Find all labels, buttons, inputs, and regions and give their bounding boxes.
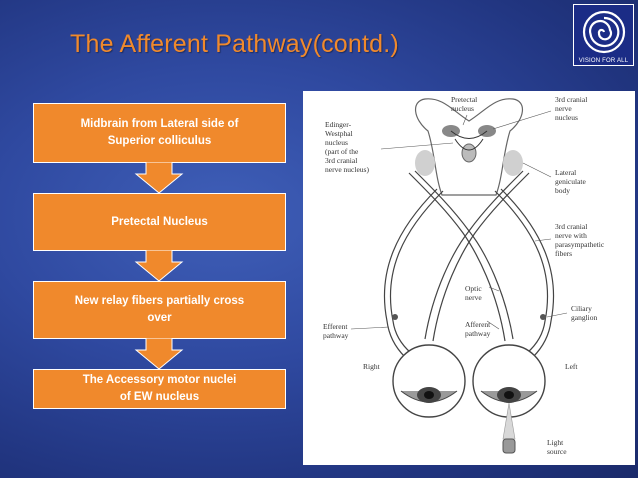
label-light-source: Light source [547,438,567,456]
flow-step-1-line1: Midbrain from Lateral side of [80,118,239,130]
flow-step-3-line1: New relay fibers partially cross [74,295,245,307]
label-lateral-geniculate: Lateral geniculate body [555,168,588,195]
flow-step-2-line1: Pretectal Nucleus [111,215,208,228]
spiral-eye-icon [582,10,626,54]
label-3rd-nucleus-line2: nerve [555,104,572,113]
flow-step-4-line2: of EW nucleus [119,391,200,403]
label-3rd-nucleus: 3rd cranial nerve nucleus [555,95,589,122]
label-ciliary-ganglion: Ciliary ganglion [571,304,597,322]
label-lgb-line2: geniculate [555,177,586,186]
label-lgb-line1: Lateral [555,168,576,177]
logo-text: VISION FOR ALL [578,58,629,64]
label-afferent-line1: Afferent [465,320,491,329]
label-efferent-line2: pathway [323,331,349,340]
label-3rd-nerve-para: 3rd cranial nerve with parasympathetic f… [555,222,606,258]
slide-title: The Afferent Pathway(contd.) [70,30,399,58]
label-3rd-nucleus-line1: 3rd cranial [555,95,587,104]
label-efferent-line1: Efferent [323,322,348,331]
label-ciliary-line1: Ciliary [571,304,592,313]
flow-arrow-1 [134,162,184,194]
label-ew-line4: (part of the [325,147,359,156]
logo: VISION FOR ALL [573,4,634,66]
flow-step-3: New relay fibers partially cross over [33,281,286,339]
label-light-line1: Light [547,438,564,447]
label-ew-line2: Westphal [325,129,353,138]
label-optic-line2: nerve [465,293,482,302]
label-pretectal-line2: nucleus [451,104,474,113]
label-optic-nerve: Optic nerve [465,284,484,302]
label-3rd-para-line4: fibers [555,249,572,258]
label-light-line2: source [547,447,567,456]
label-ew-line1: Edinger- [325,120,352,129]
label-ew-line3: nucleus [325,138,348,147]
label-pretectal-line1: Pretectal [451,95,477,104]
flow-arrow-3 [134,338,184,370]
left-eye-illustration [472,344,546,418]
label-3rd-nucleus-line3: nucleus [555,113,578,122]
label-left: Left [565,362,578,371]
label-afferent-line2: pathway [465,329,491,338]
flow-step-4: The Accessory motor nuclei of EW nucleus [33,369,286,409]
label-efferent-pathway: Efferent pathway [323,322,349,340]
label-optic-line1: Optic [465,284,482,293]
label-ew-line6: nerve nucleus) [325,165,369,174]
label-afferent-pathway: Afferent pathway [465,320,492,338]
flow-step-1: Midbrain from Lateral side of Superior c… [33,103,286,163]
label-3rd-para-line2: nerve with [555,231,587,240]
label-ciliary-line2: ganglion [571,313,597,322]
flow-step-1-line2: Superior colliculus [107,135,212,147]
label-3rd-para-line1: 3rd cranial [555,222,587,231]
label-edinger-westphal: Edinger- Westphal nucleus (part of the 3… [325,120,369,174]
flow-step-2: Pretectal Nucleus [33,193,286,251]
label-pretectal: Pretectal nucleus [451,95,479,113]
flow-step-3-line2: over [147,312,172,324]
right-eye-illustration [392,344,466,418]
label-right: Right [363,362,381,371]
pathway-illustration: Pretectal nucleus 3rd cranial nerve nucl… [323,95,606,456]
flow-step-4-line1: The Accessory motor nuclei [82,374,237,386]
label-3rd-para-line3: parasympathetic [555,240,605,249]
label-ew-line5: 3rd cranial [325,156,357,165]
pupillary-pathway-diagram: Pretectal nucleus 3rd cranial nerve nucl… [303,91,635,465]
flow-arrow-2 [134,250,184,282]
label-lgb-line3: body [555,186,570,195]
